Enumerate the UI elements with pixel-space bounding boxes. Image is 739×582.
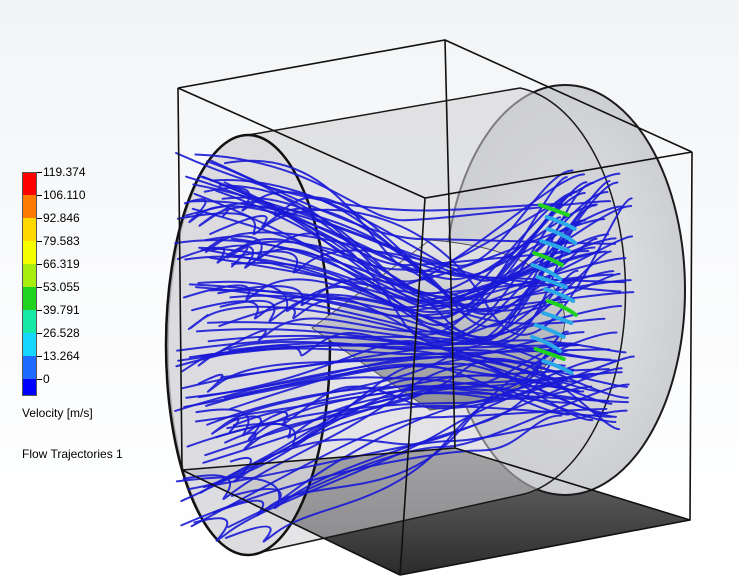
trajectory-line [175,330,569,502]
trajectory-line [185,196,621,312]
trajectory-line [221,196,615,295]
trajectory-line [194,153,612,222]
legend-bar-frame [22,172,37,396]
legend-tick-label: 119.374 [43,165,86,179]
trajectory-line [228,342,580,352]
legend-title: Velocity [m/s] [22,406,93,420]
flow-trajectories [174,152,635,543]
trajectory-line [195,304,623,346]
trajectory-line [198,205,568,328]
trajectory-line [195,382,617,423]
legend-tick-label: 13.264 [43,349,80,363]
trajectory-line [186,358,604,448]
trajectory-line [206,181,619,346]
trajectory-line [204,180,611,344]
plot-name-label: Flow Trajectories 1 [22,447,123,461]
trajectory-line [223,159,621,274]
trajectory-line-fast [541,311,574,325]
legend-tick [37,172,42,173]
legend-tick [37,287,42,288]
trajectory-line [218,184,602,302]
legend-tick [37,218,42,219]
trajectory-line [185,344,578,399]
trajectory-line [205,362,609,415]
computational-domain-box [177,39,693,576]
legend-tick [37,241,42,242]
legend-entry: 92.846 [22,211,162,241]
trajectory-line-fast [531,251,564,267]
legend-tick-label: 92.846 [43,211,80,225]
trajectory-line-fast [543,287,576,303]
trajectory-line [215,385,593,439]
legend-swatch [22,287,37,310]
trajectory-line-fast [530,335,562,353]
legend-entry: 106.110 [22,188,162,218]
trajectory-line [209,207,598,313]
legend-swatch [22,333,37,356]
legend-tick [37,264,42,265]
legend-tick [37,195,42,196]
legend-tick [37,356,42,357]
trajectory-line [232,355,635,427]
trajectory-line [210,159,617,245]
legend-tick-label: 39.791 [43,303,80,317]
trajectory-line-fast [533,347,566,361]
trajectory-line-fast [544,215,577,231]
trajectory-line-fast [533,323,566,339]
trajectory-line-fast [545,299,578,317]
legend-swatch [22,218,37,241]
trajectory-line [229,405,613,483]
trajectory-line [210,178,609,282]
legend-swatch [22,264,37,287]
legend-entry: 79.583 [22,234,162,264]
trajectory-line-fast [545,227,578,245]
trajectory-line [180,414,563,527]
trajectory-line [230,342,563,441]
legend-swatch [22,310,37,333]
legend-swatch [22,356,37,379]
legend-swatch [22,195,37,218]
legend-entry: 0 [22,372,162,402]
trajectory-line [182,194,573,319]
trajectory-line [206,371,623,426]
trajectory-line [206,160,598,295]
legend-tick [37,379,42,380]
legend-entry: 66.319 [22,257,162,287]
legend-tick-label: 26.528 [43,326,80,340]
trajectory-line-fast [535,275,568,289]
legend-swatch [22,379,37,395]
legend-tick [37,333,42,334]
trajectory-line [217,277,606,325]
trajectory-line [188,283,635,318]
legend-tick-label: 79.583 [43,234,80,248]
legend-entry: 13.264 [22,349,162,379]
legend-entry: 39.791 [22,303,162,333]
legend-tick-label: 53.055 [43,280,80,294]
legend-swatch [22,241,37,264]
legend-entry: 53.055 [22,280,162,310]
legend-entry: 119.374 [22,165,162,195]
trajectory-line [202,409,628,488]
legend-tick-label: 0 [43,372,50,386]
legend-tick-label: 66.319 [43,257,80,271]
legend-tick [37,310,42,311]
legend-entry: 26.528 [22,326,162,356]
legend-swatch [22,172,37,195]
trajectory-line-fast [541,359,574,375]
trajectory-line [203,181,588,278]
trajectory-line-fast [530,263,563,281]
legend-tick-label: 106.110 [43,188,86,202]
trajectory-line-fast [538,203,570,217]
trajectory-line-fast [539,239,572,253]
